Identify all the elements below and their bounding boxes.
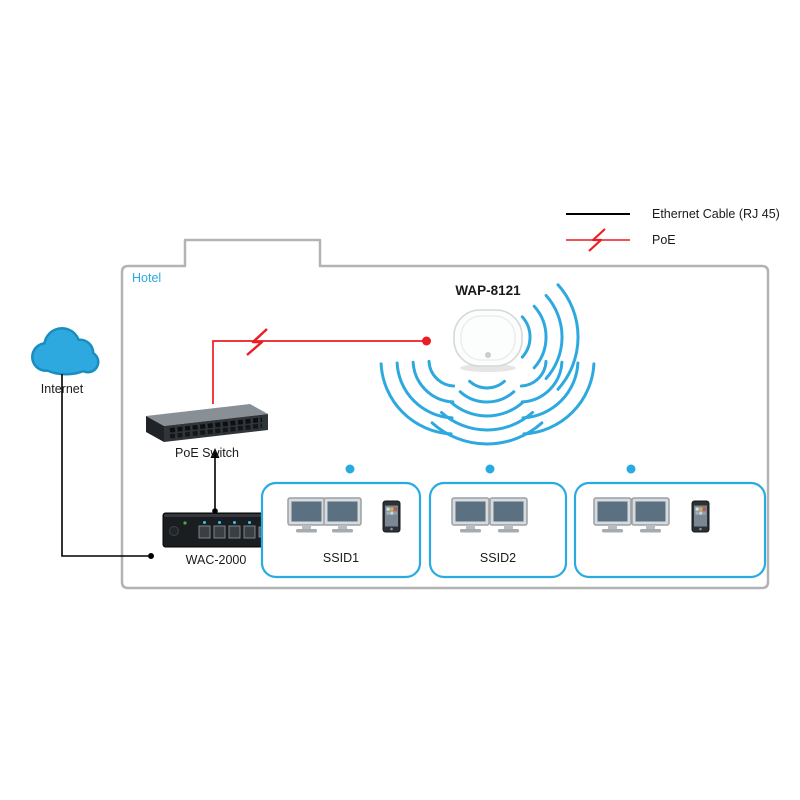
poe-lightning-icon bbox=[246, 328, 268, 356]
poe-connection bbox=[212, 328, 431, 404]
link-switch-to-ap bbox=[212, 340, 423, 404]
wifi-arcs-down-right bbox=[519, 359, 596, 436]
smartphone-icon bbox=[691, 500, 710, 533]
wlan-controller-icon bbox=[162, 512, 269, 548]
access-point-icon bbox=[453, 309, 523, 372]
link-internet-to-wac bbox=[61, 374, 148, 557]
hotel-zone-label: Hotel bbox=[132, 271, 162, 285]
ssid-groups bbox=[260, 464, 767, 579]
poe-endpoint-dot bbox=[422, 336, 431, 346]
legend-poe-label: PoE bbox=[652, 233, 676, 247]
poe-switch-label: PoE Switch bbox=[175, 446, 239, 460]
rack-switch-icon bbox=[146, 404, 268, 442]
wifi-arcs-down-left bbox=[379, 359, 456, 436]
cloud-icon bbox=[31, 327, 100, 376]
wifi-signal-arcs bbox=[379, 283, 596, 446]
link-endpoint-dot bbox=[212, 508, 218, 514]
legend bbox=[566, 213, 630, 252]
legend-ethernet-label: Ethernet Cable (RJ 45) bbox=[652, 207, 780, 221]
ssid-dot bbox=[626, 464, 636, 474]
ssid2-label: SSID2 bbox=[479, 551, 517, 565]
ethernet-connections bbox=[61, 374, 216, 557]
legend-lightning-icon bbox=[588, 228, 606, 252]
wap-8121-label: WAP-8121 bbox=[455, 283, 521, 298]
link-arrowhead bbox=[210, 448, 220, 458]
internet-label: Internet bbox=[40, 382, 84, 396]
link-endpoint-dot bbox=[148, 553, 154, 559]
ssid1-label: SSID1 bbox=[322, 551, 360, 565]
hotel-zone-border bbox=[120, 238, 770, 590]
wifi-arcs-right bbox=[520, 283, 580, 391]
ssid-dot bbox=[485, 464, 495, 474]
wac-2000-label: WAC-2000 bbox=[185, 553, 247, 567]
smartphone-icon bbox=[382, 500, 401, 533]
ssid-dot bbox=[345, 464, 355, 474]
